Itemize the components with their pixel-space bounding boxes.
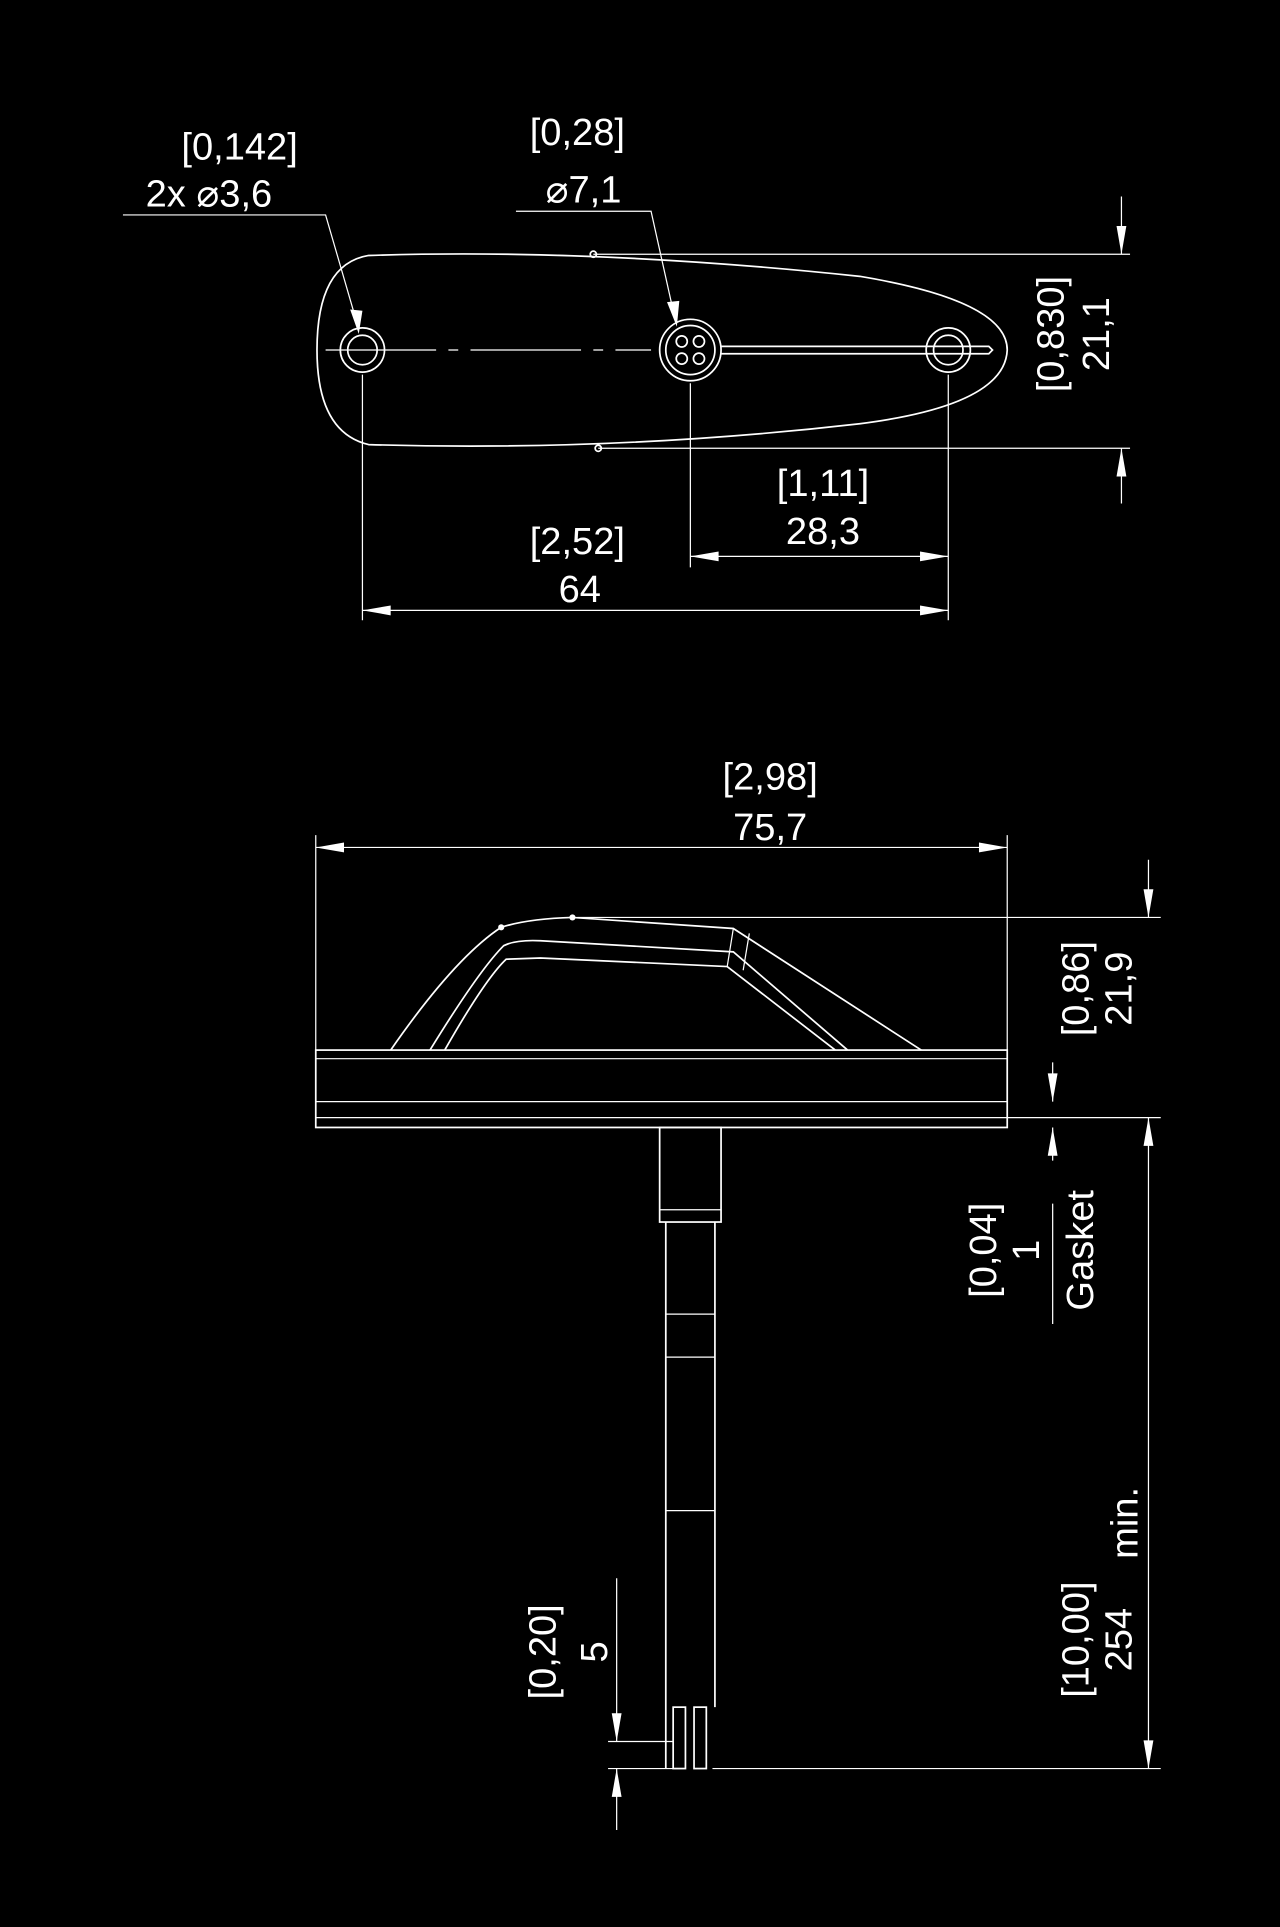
height-inch-side: [0,86] xyxy=(1055,941,1097,1036)
hole-dim-mm: 2x ⌀3,6 xyxy=(146,173,273,215)
height-mm-side: 21,9 xyxy=(1098,952,1140,1026)
width-inch: [2,98] xyxy=(723,757,818,799)
hole-dim-inch: [0,142] xyxy=(181,127,297,169)
height-mm: 21,1 xyxy=(1076,297,1118,371)
side-view: [2,98] 75,7 [0,86] 21,9 [0,04] 1 Gasket xyxy=(314,757,1161,1830)
gasket-mm: 1 xyxy=(1006,1240,1048,1261)
gasket-inch: [0,04] xyxy=(963,1203,1005,1298)
cable-inch: [10,00] xyxy=(1055,1581,1097,1697)
cable-mm: 254 xyxy=(1098,1608,1140,1672)
top-view: [0,142] 2x ⌀3,6 [0,28] ⌀7,1 [0,830] 21,1… xyxy=(122,112,1131,621)
cable xyxy=(658,1126,722,1770)
offset-inch: [1,11] xyxy=(777,463,869,505)
housing-outline-top xyxy=(316,253,1009,447)
wire-inch: [0,20] xyxy=(522,1604,564,1699)
connector-dim-mm: ⌀7,1 xyxy=(546,170,622,212)
connector-top xyxy=(658,318,994,382)
width-mm: 75,7 xyxy=(733,807,807,849)
spacing-mm: 64 xyxy=(559,569,601,611)
cable-min: min. xyxy=(1104,1487,1146,1559)
wire-mm: 5 xyxy=(574,1641,616,1662)
mounting-hole-right xyxy=(925,327,972,373)
connector-dim-inch: [0,28] xyxy=(530,112,625,154)
housing-side xyxy=(314,914,1009,1129)
height-inch: [0,830] xyxy=(1031,276,1073,392)
gasket-label: Gasket xyxy=(1060,1190,1102,1311)
offset-mm: 28,3 xyxy=(786,511,860,553)
spacing-inch: [2,52] xyxy=(530,521,625,563)
